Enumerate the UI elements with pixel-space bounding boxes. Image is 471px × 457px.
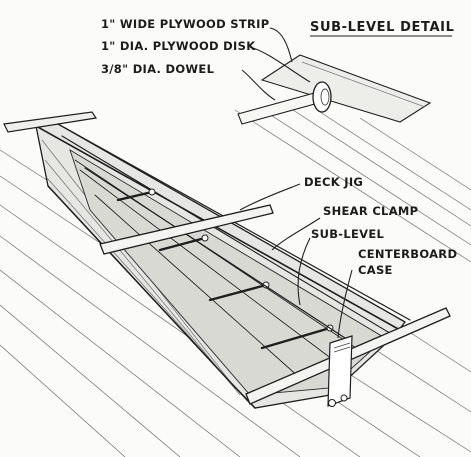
- sub-level-dowels: [84, 167, 346, 350]
- sub-level-detail-inset: [237, 54, 432, 125]
- leader-lines: [239, 27, 353, 339]
- centerboard-case: [327, 335, 353, 407]
- labels: SUB-LEVEL DETAIL 1" WIDE PLYWOOD STRIP 1…: [101, 17, 457, 277]
- label-plywood-strip: 1" WIDE PLYWOOD STRIP: [101, 17, 269, 31]
- label-plywood-disk: 1" DIA. PLYWOOD DISK: [101, 39, 256, 53]
- label-deck-jig: DECK JIG: [304, 175, 363, 189]
- label-case: CASE: [358, 263, 393, 277]
- hull: [35, 123, 411, 409]
- label-shear-clamp: SHEAR CLAMP: [323, 204, 418, 218]
- end-support-bar: [3, 111, 98, 133]
- label-dowel: 3/8" DIA. DOWEL: [101, 62, 215, 76]
- label-centerboard: CENTERBOARD: [358, 247, 457, 261]
- floor-hatching: [0, 107, 471, 457]
- detail-title: SUB-LEVEL DETAIL: [310, 20, 454, 35]
- label-sub-level: SUB-LEVEL: [311, 227, 384, 241]
- deck-jig-upper: [99, 204, 274, 255]
